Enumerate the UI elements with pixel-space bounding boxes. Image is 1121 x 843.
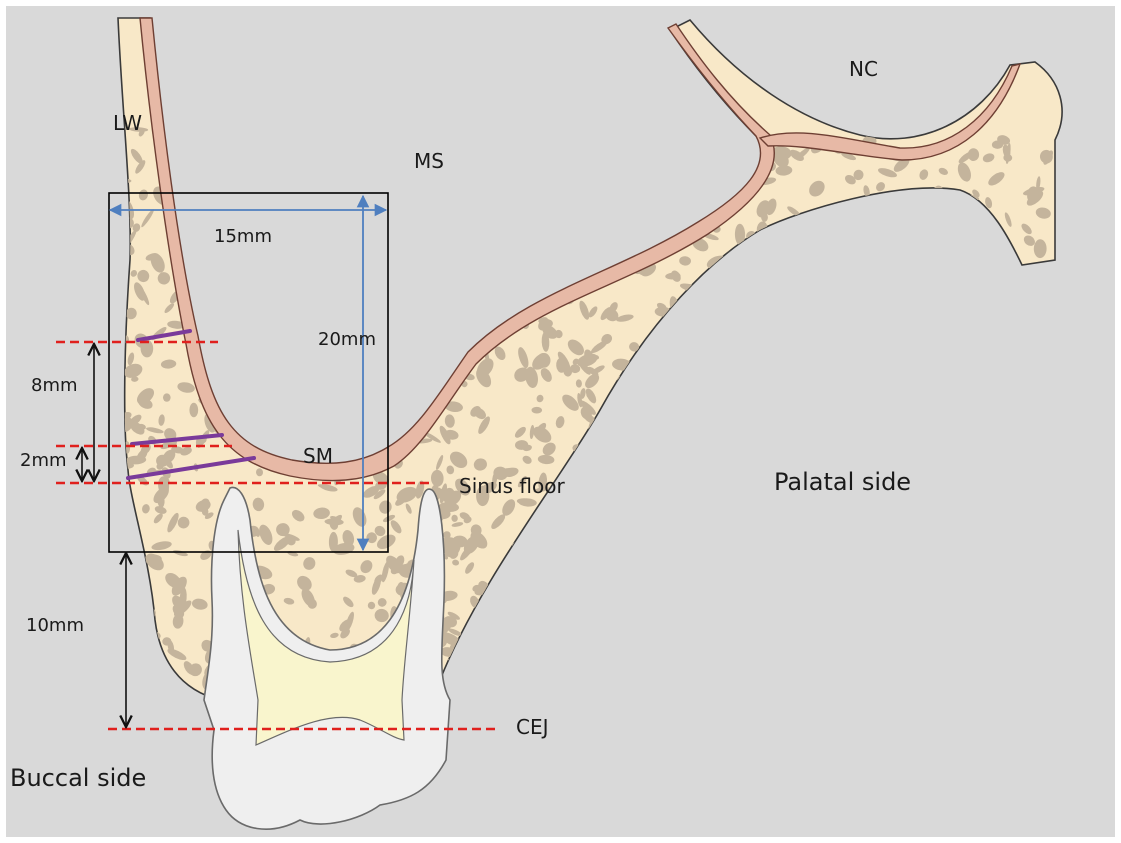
sinus-membrane-label: SM bbox=[303, 444, 333, 468]
eight-mm-label: 8mm bbox=[31, 375, 78, 396]
trabecula-spot bbox=[189, 403, 198, 418]
width-measurement-label: 15mm bbox=[214, 226, 272, 247]
maxillary-sinus-label: MS bbox=[414, 149, 444, 173]
sinus-floor-label: Sinus floor bbox=[459, 474, 565, 498]
ten-mm-label: 10mm bbox=[26, 615, 84, 636]
nasal-cavity-label: NC bbox=[849, 57, 878, 81]
trabecula-spot bbox=[163, 393, 171, 401]
two-mm-label: 2mm bbox=[20, 450, 67, 471]
lateral-wall-label: LW bbox=[113, 111, 142, 135]
trabecula-spot bbox=[992, 140, 1003, 148]
palatal-side-label: Palatal side bbox=[774, 468, 911, 496]
cej-label: CEJ bbox=[516, 715, 549, 739]
buccal-side-label: Buccal side bbox=[10, 764, 146, 792]
height-measurement-label: 20mm bbox=[318, 329, 376, 350]
